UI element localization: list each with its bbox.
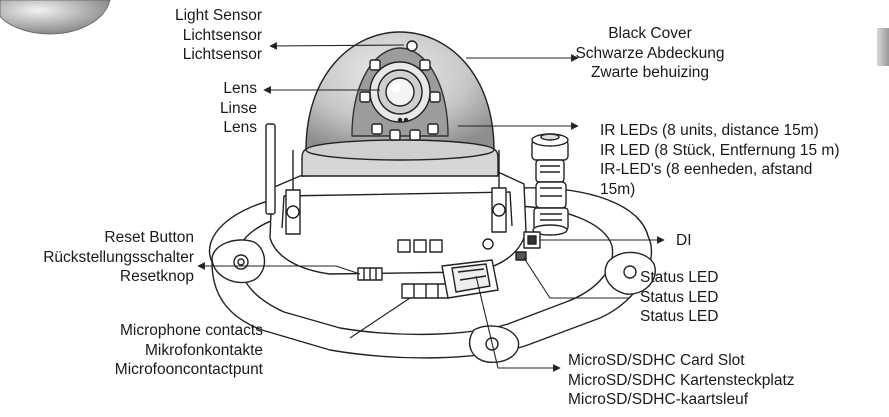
callout-lines	[197, 42, 665, 372]
camera-base	[208, 123, 656, 363]
label-ir-leds: IR LEDs (8 units, distance 15m) IR LED (…	[600, 122, 840, 198]
dome-housing	[301, 31, 499, 177]
edge-tab	[877, 28, 889, 66]
label-status-led: Status LED Status LED Status LED	[640, 269, 719, 325]
label-microphone-contacts: Microphone contacts Mikrofonkontakte Mic…	[114, 322, 263, 378]
label-black-cover: Black Cover Schwarze Abdeckung Zwarte be…	[575, 25, 725, 81]
label-light-sensor: Light Sensor Lichtsensor Lichtsensor	[174, 7, 262, 63]
label-microsd-slot: MicroSD/SDHC Card Slot MicroSD/SDHC Kart…	[568, 352, 795, 408]
corner-badge	[0, 0, 111, 35]
label-reset-button: Reset Button Rückstellungsschalter Reset…	[43, 229, 194, 285]
label-lens: Lens Linse Lens	[219, 80, 257, 136]
label-di: DI	[676, 232, 692, 249]
